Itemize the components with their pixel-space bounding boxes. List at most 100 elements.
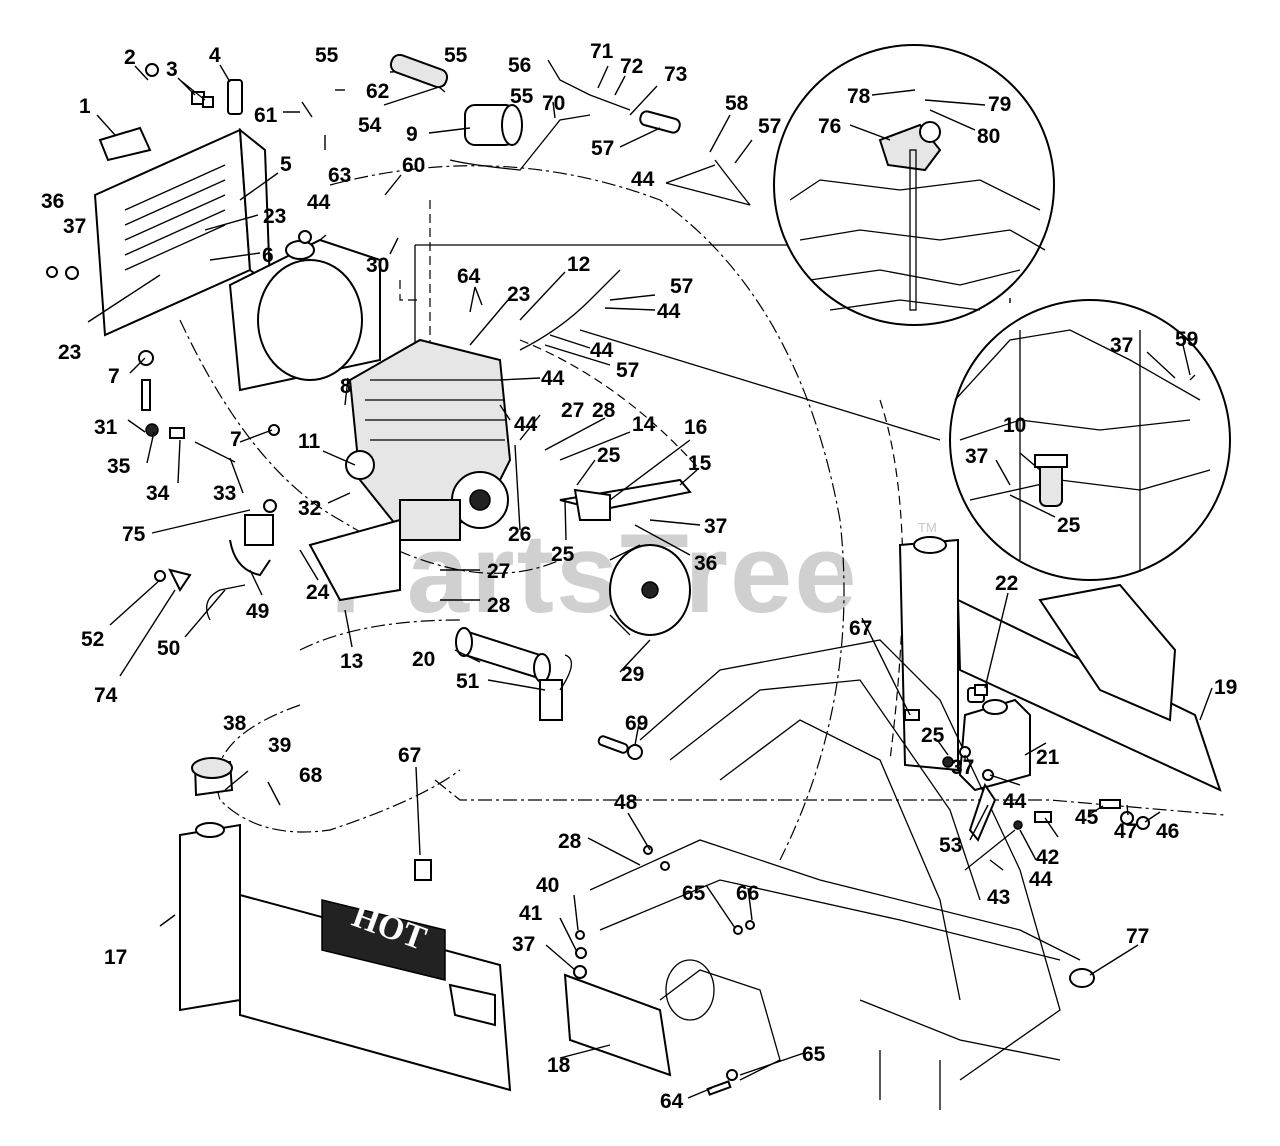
- callout-7b: 7: [230, 428, 242, 451]
- radiator: [228, 238, 381, 392]
- callout-50: 50: [157, 637, 180, 660]
- callout-62: 62: [366, 80, 389, 103]
- callout-22: 22: [995, 572, 1018, 595]
- callout-67b: 67: [398, 744, 421, 767]
- callout-23c: 23: [507, 283, 530, 306]
- callout-10: 10: [1003, 414, 1026, 437]
- beam-bracket: [563, 973, 672, 1077]
- callout-39: 39: [268, 734, 291, 757]
- callout-37b: 37: [704, 515, 727, 538]
- callout-37c: 37: [965, 445, 988, 468]
- callout-63: 63: [328, 164, 351, 187]
- callout-48: 48: [614, 791, 638, 814]
- callout-71: 71: [590, 40, 614, 63]
- callout-37f: 37: [512, 933, 535, 956]
- callout-66: 66: [736, 882, 759, 905]
- callout-1: 1: [79, 95, 91, 118]
- callout-37e: 37: [951, 756, 974, 779]
- inset-detail-top: [773, 44, 1055, 326]
- callout-9: 9: [406, 123, 418, 146]
- callout-28c: 28: [558, 830, 582, 853]
- callout-25b: 25: [551, 543, 575, 566]
- callout-54: 54: [358, 114, 382, 137]
- callout-7: 7: [108, 365, 120, 388]
- callout-67: 67: [849, 617, 872, 640]
- callout-75: 75: [122, 523, 146, 546]
- callout-23b: 23: [58, 341, 81, 364]
- callout-19: 19: [1214, 676, 1237, 699]
- callout-25d: 25: [921, 724, 945, 747]
- callout-65b: 65: [802, 1043, 826, 1066]
- callout-68: 68: [299, 764, 323, 787]
- callout-64b: 64: [660, 1090, 684, 1113]
- callout-43: 43: [987, 886, 1010, 909]
- callout-5: 5: [280, 153, 292, 176]
- radiator-shroud: [93, 127, 272, 337]
- callout-24: 24: [306, 581, 330, 604]
- callout-64: 64: [457, 265, 481, 288]
- callout-65: 65: [682, 882, 706, 905]
- callout-36: 36: [41, 190, 64, 213]
- callout-74: 74: [94, 684, 118, 707]
- callout-56: 56: [508, 54, 531, 77]
- callout-34: 34: [146, 482, 170, 505]
- callout-45: 45: [1075, 806, 1099, 829]
- callout-57d: 57: [616, 359, 639, 382]
- callout-57: 57: [591, 137, 614, 160]
- callout-59: 59: [1175, 328, 1198, 351]
- callout-36b: 36: [694, 552, 717, 575]
- callout-15: 15: [688, 452, 712, 475]
- callout-55: 55: [315, 44, 339, 67]
- callout-35: 35: [107, 455, 131, 478]
- callout-6: 6: [262, 244, 274, 267]
- muffler-assembly: [455, 627, 551, 683]
- callout-28b: 28: [487, 594, 511, 617]
- callout-8: 8: [340, 375, 352, 398]
- mount-brackets: [308, 478, 692, 602]
- callout-46: 46: [1156, 820, 1179, 843]
- callout-26: 26: [508, 523, 531, 546]
- callout-78: 78: [847, 85, 871, 108]
- callout-14: 14: [632, 413, 656, 436]
- callout-11: 11: [298, 430, 321, 453]
- callout-18: 18: [547, 1054, 571, 1077]
- callout-44f: 44: [514, 413, 538, 436]
- callout-73: 73: [664, 63, 687, 86]
- callout-57c: 57: [670, 275, 693, 298]
- callout-27b: 27: [487, 560, 510, 583]
- assembly-lines: [179, 165, 1226, 861]
- callout-25c: 25: [1057, 514, 1081, 537]
- callout-55c: 55: [510, 85, 534, 108]
- callout-49: 49: [246, 600, 269, 623]
- callout-44h: 44: [1029, 868, 1053, 891]
- callout-27: 27: [561, 399, 584, 422]
- callout-53: 53: [939, 834, 962, 857]
- callout-47: 47: [1114, 820, 1137, 843]
- watermark-trademark: TM: [918, 520, 937, 535]
- callout-44: 44: [307, 191, 331, 214]
- callout-32: 32: [298, 497, 321, 520]
- callout-70: 70: [542, 92, 565, 115]
- callout-23: 23: [263, 205, 286, 228]
- callout-77: 77: [1126, 925, 1149, 948]
- callout-44c: 44: [657, 300, 681, 323]
- callout-21: 21: [1036, 746, 1060, 769]
- callout-44b: 44: [631, 168, 655, 191]
- callout-13: 13: [340, 650, 363, 673]
- air-filter: [464, 104, 523, 146]
- callout-52: 52: [81, 628, 104, 651]
- callout-29: 29: [621, 663, 644, 686]
- callout-44e: 44: [541, 367, 565, 390]
- callout-69: 69: [625, 712, 648, 735]
- frame-structure: [589, 639, 1081, 1110]
- engine-block: [345, 338, 512, 541]
- callout-30: 30: [366, 254, 389, 277]
- callout-4: 4: [209, 44, 221, 67]
- callout-31: 31: [94, 416, 118, 439]
- callout-61: 61: [254, 104, 278, 127]
- callout-60: 60: [402, 154, 425, 177]
- pump-hub: [609, 544, 691, 636]
- callout-25: 25: [597, 444, 621, 467]
- callout-80: 80: [977, 125, 1000, 148]
